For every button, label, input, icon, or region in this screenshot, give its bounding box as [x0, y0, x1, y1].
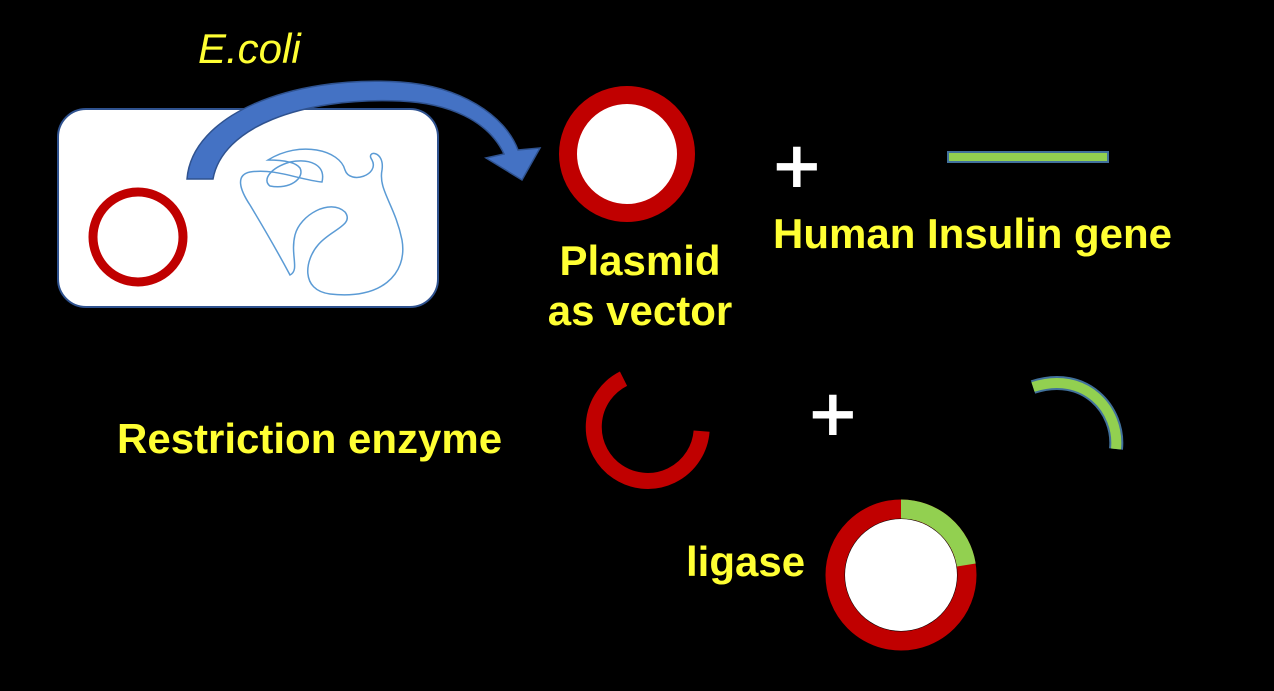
plasmid-label-line2: as vector — [540, 286, 740, 336]
plus-sign-middle: + — [806, 382, 860, 446]
plasmid-label: Plasmid as vector — [540, 236, 740, 335]
gene-arc-fragment — [1033, 383, 1116, 449]
plus-sign-top: + — [770, 134, 824, 198]
insulin-gene-label: Human Insulin gene — [773, 213, 1172, 255]
insulin-gene-line — [948, 152, 1108, 162]
cell-plasmid-ring — [93, 192, 183, 282]
ligase-label: ligase — [686, 541, 805, 583]
cut-plasmid-arc — [594, 379, 702, 481]
ecoli-label: E.coli — [198, 28, 301, 70]
restriction-enzyme-label: Restriction enzyme — [117, 418, 502, 460]
plasmid-label-line1: Plasmid — [540, 236, 740, 286]
recombinant-plasmid-core — [845, 519, 957, 631]
plasmid-ring — [568, 95, 686, 213]
